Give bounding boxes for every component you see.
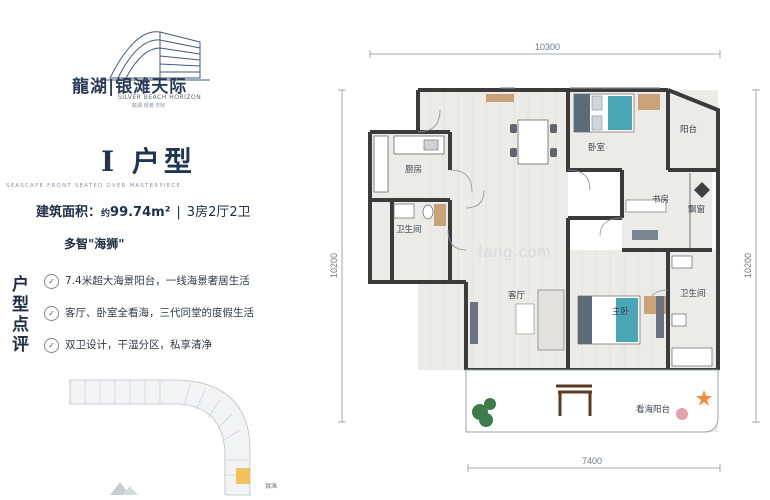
room-master: 主卧 bbox=[612, 306, 630, 317]
room-bath-1: 卫生间 bbox=[396, 224, 422, 235]
brand-name: 龍湖|银滩天际 bbox=[72, 77, 188, 97]
comment-heading: 户型点评 bbox=[12, 275, 29, 355]
site-location-map: 银滩 bbox=[0, 370, 300, 500]
left-info-panel: 龍湖|银滩天际 SILVER BEACH HORIZON 龍湖 银滩 天际 I … bbox=[0, 0, 300, 500]
building-logo-icon bbox=[100, 31, 210, 81]
room-study: 书房 bbox=[652, 194, 669, 205]
room-config: 3房2厅2卫 bbox=[186, 205, 251, 220]
brand-english: SILVER BEACH HORIZON bbox=[118, 94, 202, 101]
separator: | bbox=[176, 205, 181, 220]
room-bedroom: 卧室 bbox=[588, 142, 606, 153]
comment-item: ✓ 客厅、卧室全看海，三代同堂的度假生活 bbox=[44, 305, 254, 321]
dim-left: 10200 bbox=[330, 253, 339, 278]
dim-top: 10300 bbox=[535, 42, 560, 52]
watermark: fang.com bbox=[478, 244, 552, 261]
area-prefix: 约 bbox=[101, 209, 111, 219]
comment-text: 双卫设计，干湿分区，私享清净 bbox=[65, 339, 212, 351]
area-value: 99.74m² bbox=[110, 205, 171, 220]
english-tagline: SEASCAPE FRONT SEATED OVER MASTERPIECE bbox=[6, 183, 182, 189]
floor-plan: 10300 7400 10200 10200 bbox=[330, 42, 760, 472]
room-bay-window: 飘窗 bbox=[688, 204, 705, 215]
unit-title: I 户型 bbox=[101, 145, 196, 178]
dim-bottom: 7400 bbox=[582, 456, 602, 466]
area-label: 建筑面积： bbox=[36, 205, 102, 220]
room-bath-2: 卫生间 bbox=[680, 288, 706, 299]
room-balcony: 阳台 bbox=[680, 124, 697, 135]
check-circle-icon: ✓ bbox=[44, 305, 59, 321]
check-circle-icon: ✓ bbox=[44, 337, 59, 353]
room-kitchen: 厨房 bbox=[405, 164, 422, 175]
room-living: 客厅 bbox=[508, 290, 526, 301]
map-label: 银滩 bbox=[265, 482, 277, 490]
comment-item: ✓ 7.4米超大海景阳台，一线海景奢居生活 bbox=[44, 273, 250, 289]
area-line: 建筑面积：约99.74m² | 3房2厅2卫 bbox=[36, 201, 251, 220]
comment-item: ✓ 双卫设计，干湿分区，私享清净 bbox=[44, 337, 212, 353]
dim-right: 10200 bbox=[743, 253, 753, 278]
brand-sub: 龍湖 银滩 天际 bbox=[132, 103, 166, 109]
slogan: 多智"海狮" bbox=[64, 237, 125, 251]
room-sea-balcony: 看海阳台 bbox=[636, 404, 670, 415]
comment-text: 7.4米超大海景阳台，一线海景奢居生活 bbox=[65, 275, 250, 287]
check-circle-icon: ✓ bbox=[44, 273, 59, 289]
comment-text: 客厅、卧室全看海，三代同堂的度假生活 bbox=[65, 307, 254, 319]
